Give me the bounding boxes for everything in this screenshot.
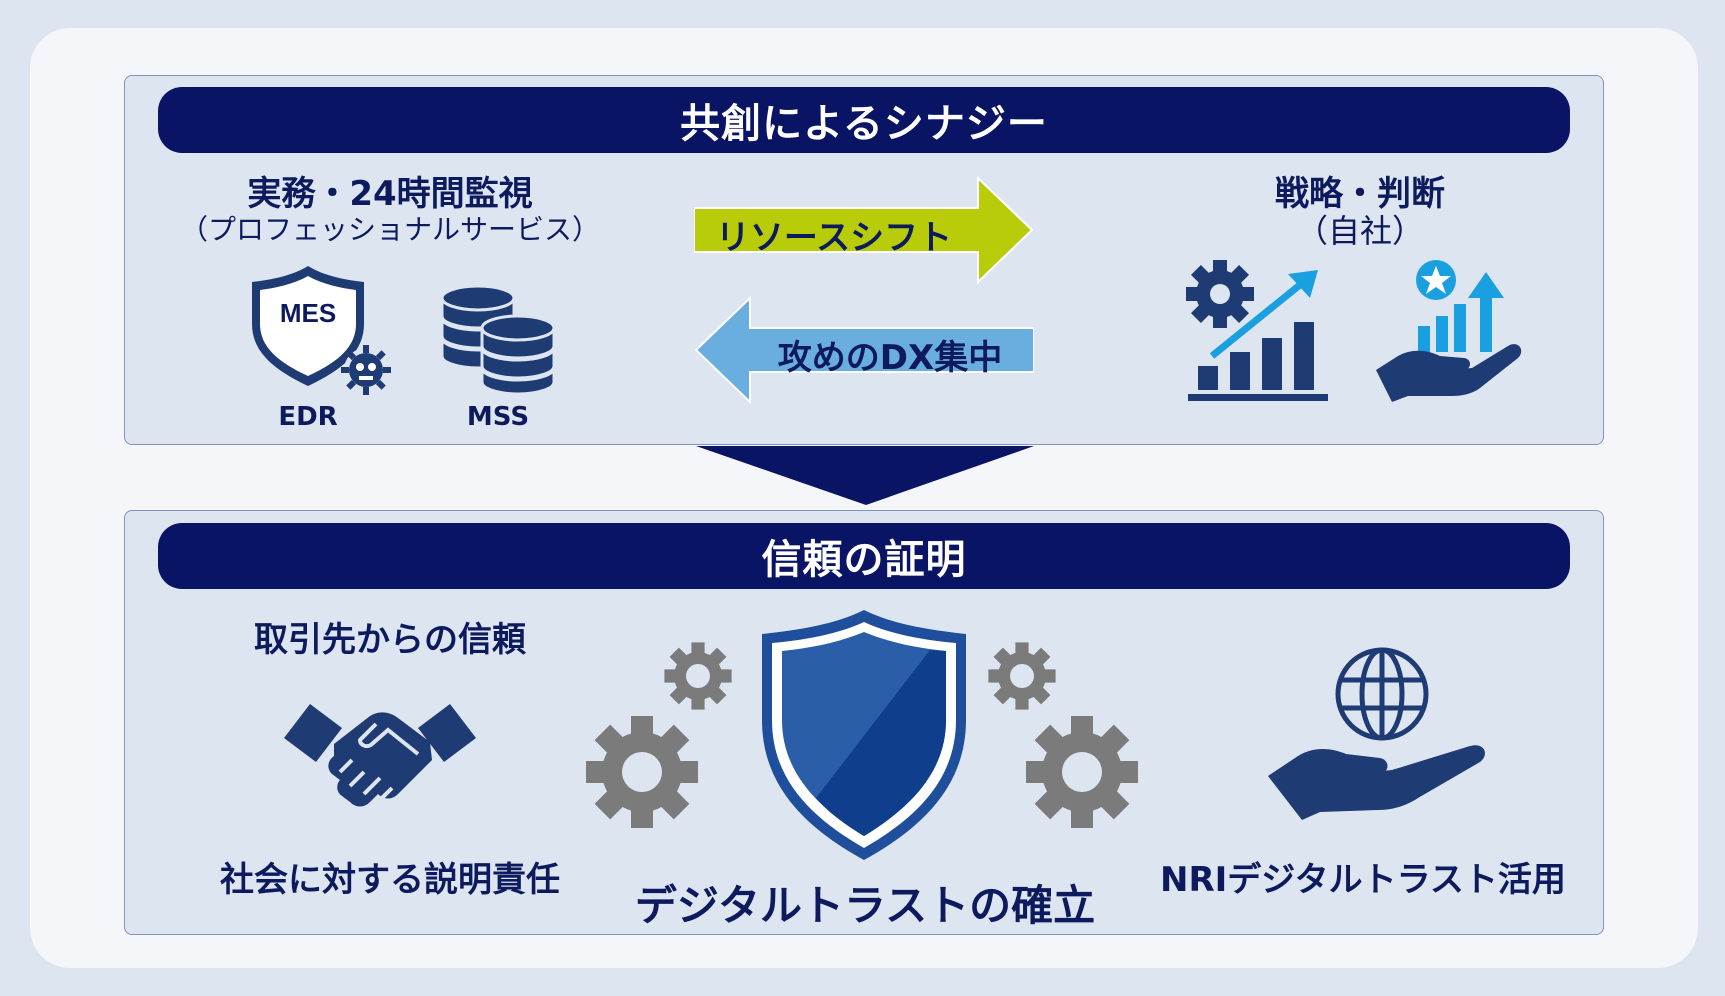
database-icon: [440, 284, 556, 394]
dx-focus-label: 攻めのDX集中: [777, 338, 1003, 378]
gear-icon: [1002, 692, 1162, 852]
accountability-label: 社会に対する説明責任: [220, 860, 560, 900]
nri-trust-label: NRIデジタルトラスト活用: [1160, 860, 1566, 900]
shield-icon: [762, 610, 966, 860]
partner-trust-label: 取引先からの信頼: [254, 620, 526, 660]
handshake-icon: [284, 704, 476, 807]
resource-shift-arrow: [694, 176, 1034, 284]
gear-chart-icon: [1186, 260, 1328, 401]
gear-icon: [570, 692, 722, 852]
gears-shield-cluster: [570, 610, 1162, 860]
trust-banner: 信頼の証明: [158, 523, 1570, 589]
operations-subtitle: （プロフェッショナルサービス）: [180, 213, 601, 246]
dx-focus-arrow: [694, 296, 1034, 404]
synergy-banner: 共創によるシナジー: [158, 87, 1570, 153]
mss-label: MSS: [466, 402, 530, 432]
gear-icon: [974, 628, 1070, 724]
edr-label: EDR: [278, 402, 338, 432]
strategy-subtitle: （自社）: [1295, 212, 1424, 250]
hand-growth-icon: [1376, 260, 1522, 402]
gear-icon: [650, 628, 746, 724]
resource-shift-label: リソースシフト: [715, 218, 953, 258]
shield-virus-icon: MES: [252, 266, 391, 395]
hand-globe-icon: [1268, 647, 1485, 820]
digital-trust-label: デジタルトラストの確立: [634, 881, 1096, 930]
strategy-title: 戦略・判断: [1275, 174, 1445, 214]
operations-title: 実務・24時間監視: [247, 174, 533, 214]
shield-mes-text: MES: [280, 298, 336, 328]
